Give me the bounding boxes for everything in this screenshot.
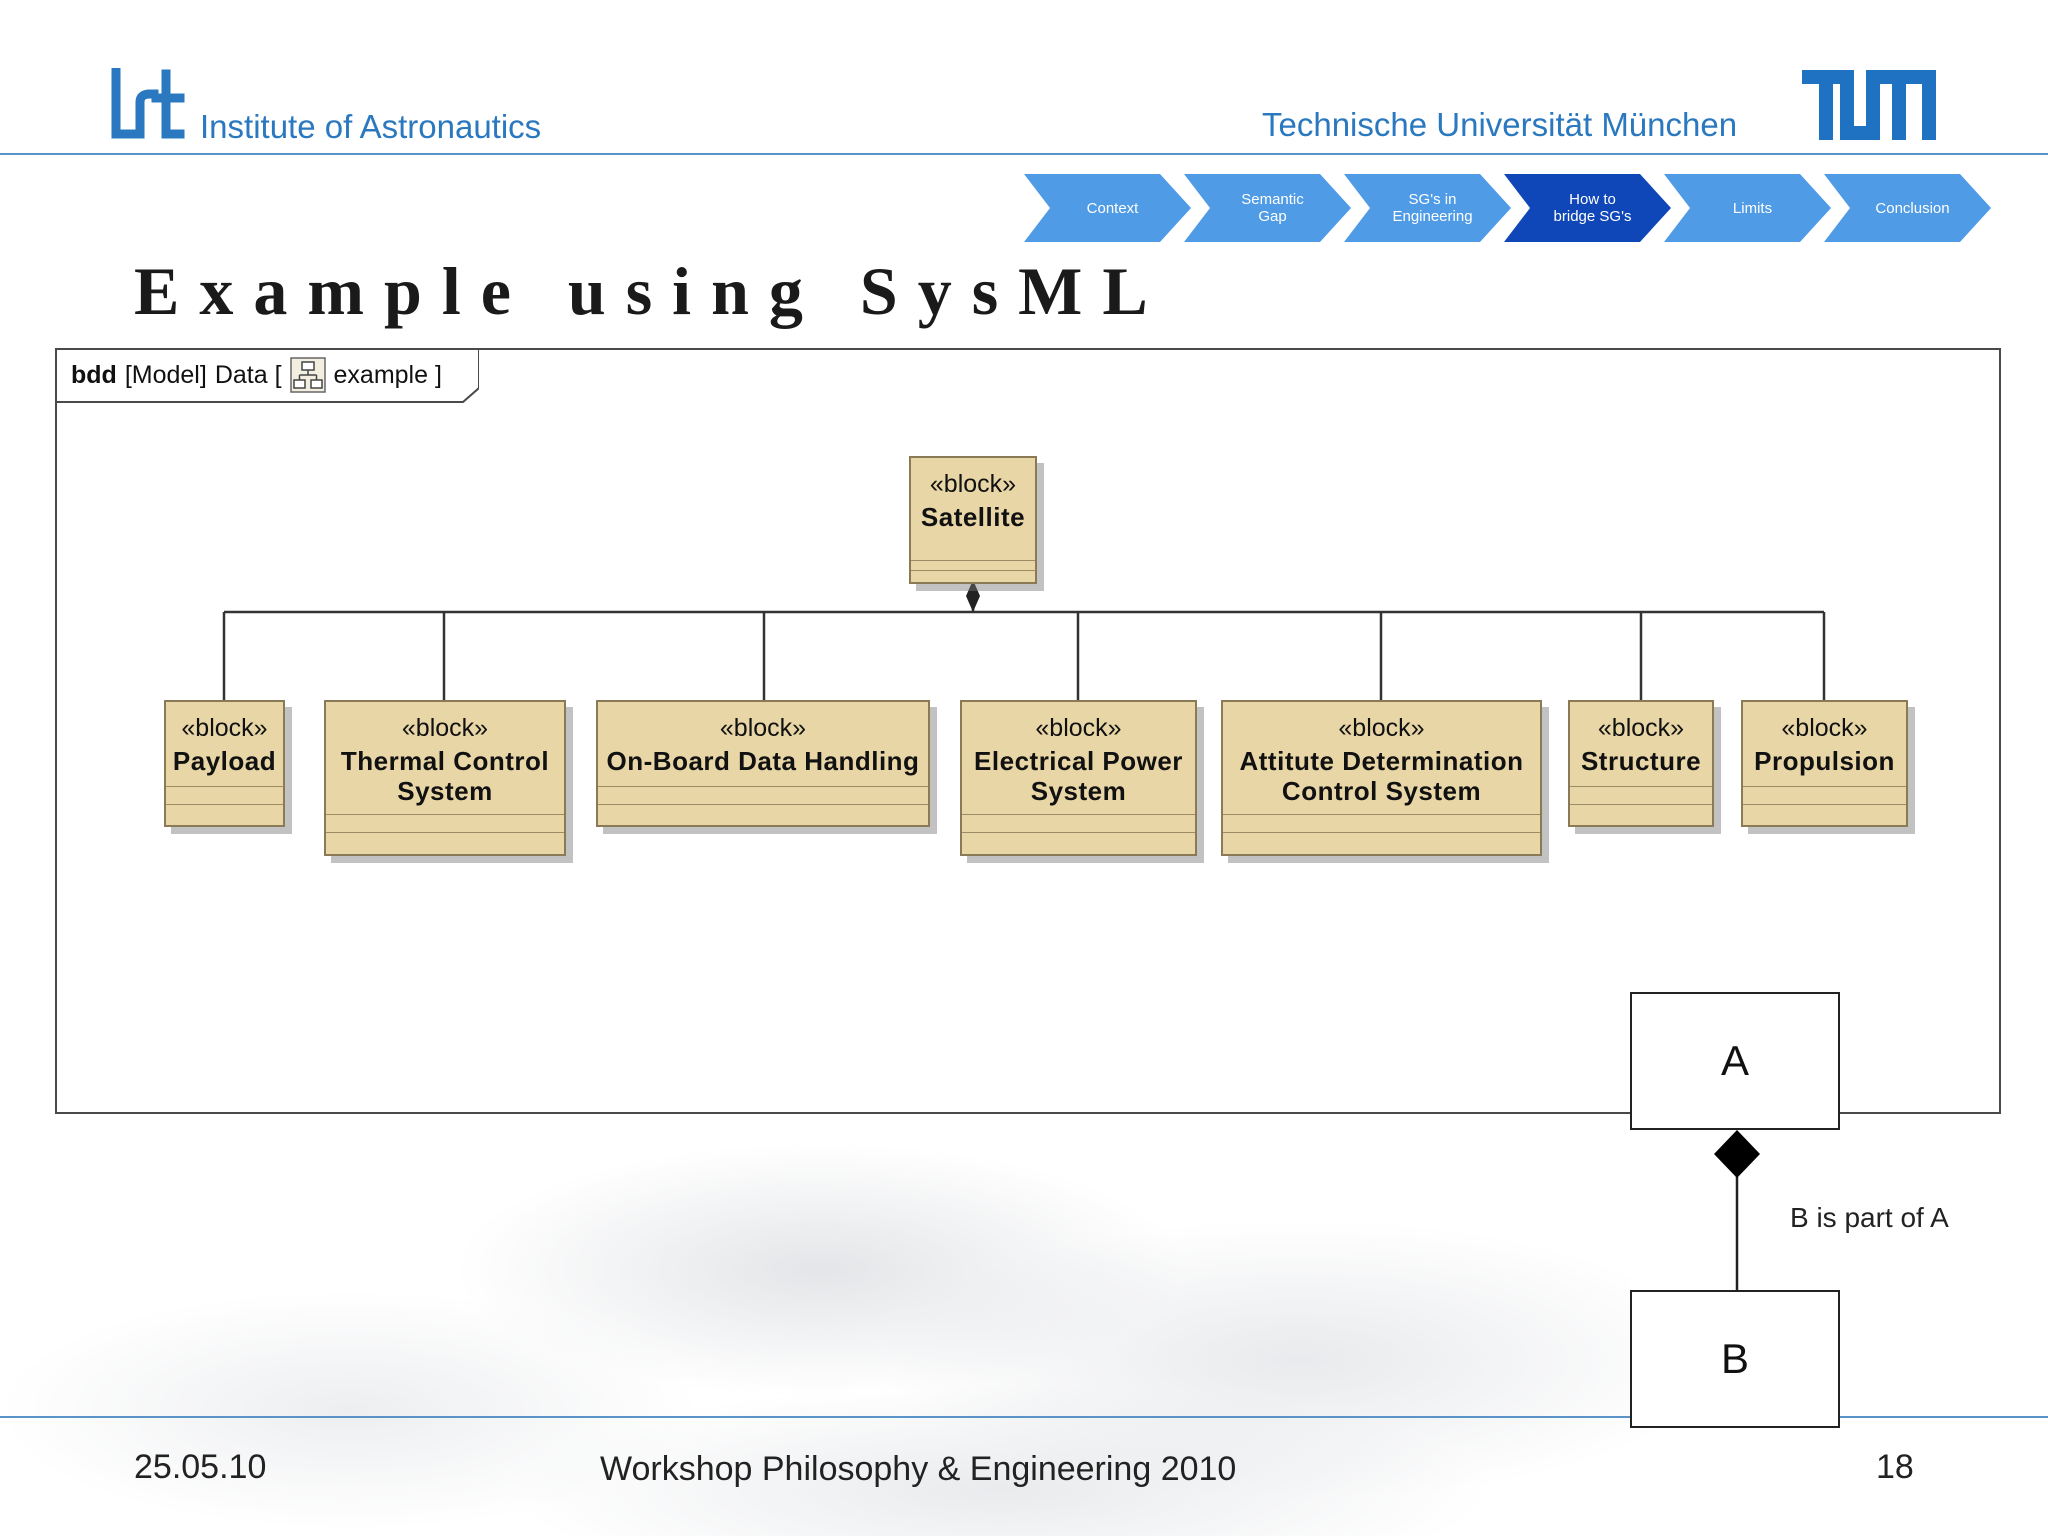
chevron-shape [1344,174,1511,242]
compartment-divider [598,786,928,787]
nav-item-sgs-in-engineering[interactable]: SG's in Engineering [1340,170,1515,246]
university-name: Technische Universität München [1262,106,1738,143]
nav-item-limits[interactable]: Limits [1660,170,1835,246]
compartment-divider [1743,786,1906,787]
section-nav: Context Semantic Gap SG's in Engineering… [1020,170,2000,246]
composition-diamond-icon [966,580,980,612]
block-stereotype: «block» [181,714,268,742]
nav-label: SG's in Engineering [1392,191,1473,225]
legend-box-a: A [1630,992,1840,1130]
composition-diamond-icon [1714,1130,1760,1178]
footer-title: Workshop Philosophy & Engineering 2010 [600,1450,1237,1488]
compartment-divider [598,804,928,805]
slide-title: Example using SysML [134,253,1168,329]
nav-label: Context [1086,199,1139,217]
nav-item-context[interactable]: Context [1020,170,1195,246]
block-stereotype: «block» [1781,714,1868,742]
package-diagram-icon [289,357,326,393]
chevron-shape [1664,174,1831,242]
chevron-shape [1824,174,1991,242]
chevron-shape [1184,174,1351,242]
tum-logo [1802,70,1936,140]
compartment-divider [1570,786,1712,787]
compartment-divider [326,832,564,833]
block-stereotype: «block» [929,470,1017,498]
block-name: Structure [1580,746,1702,776]
legend-box-b: B [1630,1290,1840,1428]
compartment-divider [911,560,1035,561]
block-name: Thermal Control System [340,746,550,806]
compartment-divider [166,786,283,787]
chevron-shape [1024,174,1191,242]
nav-label: Semantic Gap [1241,191,1304,225]
compartment-divider [911,570,1035,571]
block-satellite[interactable]: «block» Satellite [909,456,1037,584]
block-name: Propulsion [1754,746,1895,776]
nav-label: Conclusion [1875,199,1950,217]
nav-label: Limits [1732,199,1773,217]
compartment-divider [962,814,1195,815]
block-name: Attitute Determination Control System [1239,746,1524,806]
compartment-divider [166,804,283,805]
block-structure[interactable]: «block» Structure [1568,700,1714,827]
block-stereotype: «block» [1338,714,1425,742]
block-name: Payload [172,746,277,776]
compartment-divider [1223,814,1540,815]
page-number: 18 [1876,1448,1914,1486]
institute-name: Institute of Astronautics [200,108,542,145]
block-thermal-control-system[interactable]: «block» Thermal Control System [324,700,566,856]
diagram-package: Data [ [214,360,282,389]
compartment-divider [1570,804,1712,805]
block-stereotype: «block» [401,714,489,742]
block-on-board-data-handling[interactable]: «block» On-Board Data Handling [596,700,930,827]
footer-date: 25.05.10 [134,1448,267,1486]
block-electrical-power-system[interactable]: «block» Electrical Power System [960,700,1197,856]
block-stereotype: «block» [1597,714,1685,742]
block-payload[interactable]: «block» Payload [164,700,285,827]
diagram-name: example ] [333,360,442,389]
diagram-kind: bdd [71,360,117,389]
block-name: On-Board Data Handling [606,746,920,776]
block-stereotype: «block» [719,714,807,742]
frame-tab-outline [55,348,479,403]
institute-logo [111,68,185,139]
chevron-shape [1504,174,1671,242]
compartment-divider [1223,832,1540,833]
diagram-header: bdd [Model] Data [ example ] [55,348,456,402]
footer-divider [0,1416,2048,1418]
block-stereotype: «block» [1035,714,1122,742]
block-name: Satellite [920,502,1026,532]
compartment-divider [962,832,1195,833]
block-name: Electrical Power System [974,746,1183,806]
compartment-divider [1743,804,1906,805]
nav-label: How to bridge SG's [1553,191,1632,225]
block-propulsion[interactable]: «block» Propulsion [1741,700,1908,827]
nav-item-semantic-gap[interactable]: Semantic Gap [1180,170,1355,246]
diagram-model: [Model] [124,360,207,389]
legend-relation-text: B is part of A [1790,1202,1949,1233]
compartment-divider [326,814,564,815]
nav-item-conclusion[interactable]: Conclusion [1820,170,1995,246]
nav-item-how-to-bridge[interactable]: How to bridge SG's [1500,170,1675,246]
legend-composition-connector [1714,1130,1760,1293]
block-attitude-determination-control-system[interactable]: «block» Attitute Determination Control S… [1221,700,1542,856]
header-divider [0,153,2048,155]
